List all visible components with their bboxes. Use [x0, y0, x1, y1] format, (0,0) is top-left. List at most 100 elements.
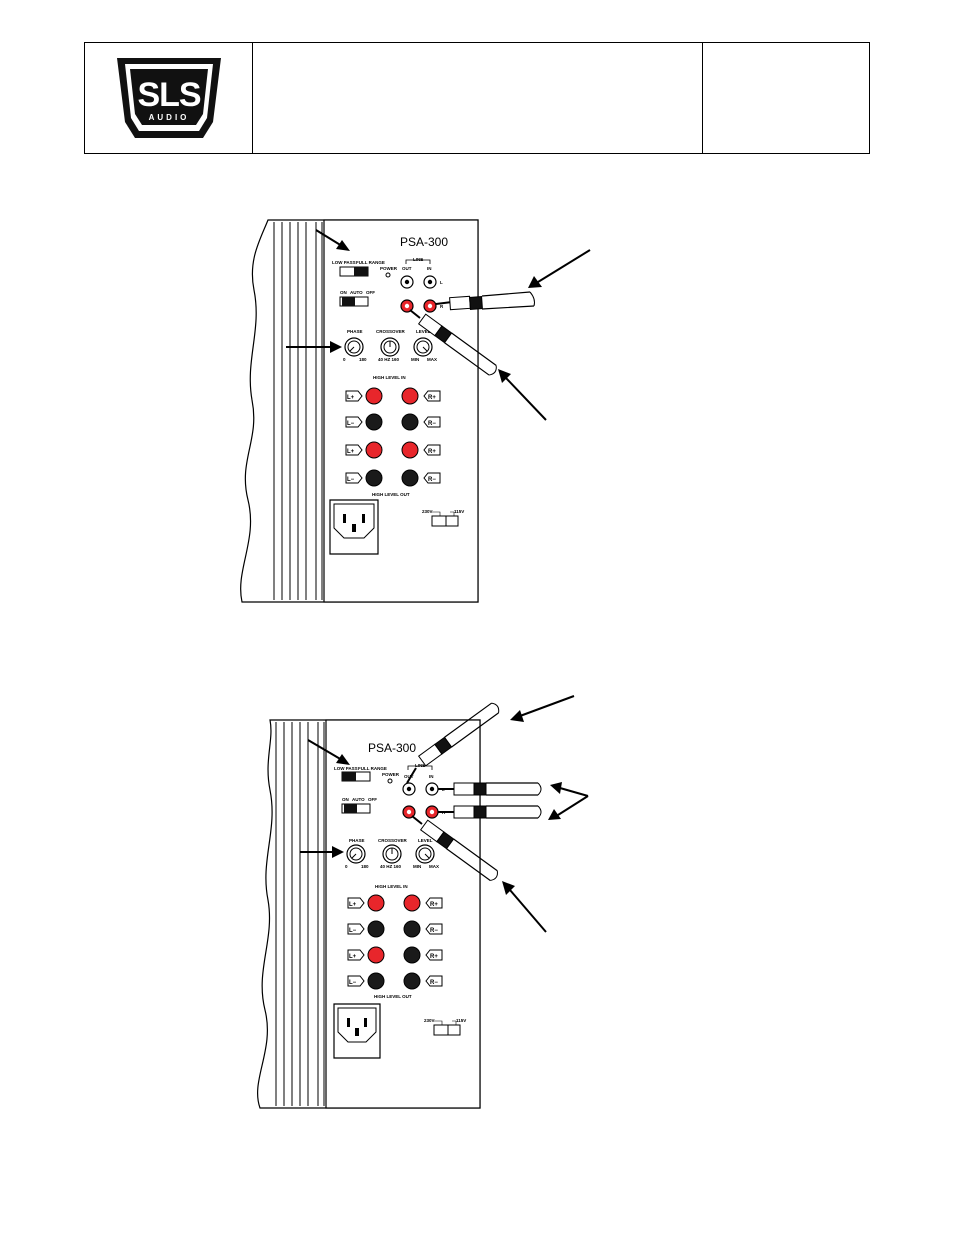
phase-label: PHASE	[347, 329, 363, 334]
volt-left-label-2: 230V	[424, 1018, 435, 1023]
l-minus-label: L−	[347, 421, 355, 427]
power-socket-2[interactable]	[333, 1003, 381, 1059]
l-minus-out-label: L−	[347, 477, 355, 483]
arrow-line-out-cable	[498, 369, 547, 421]
level-knob-2[interactable]	[415, 844, 435, 864]
high-out-label: HIGH LEVEL OUT	[372, 492, 410, 497]
terminal-out-l-plus-2[interactable]	[367, 946, 385, 964]
off-label: OFF	[366, 290, 375, 295]
level-knob[interactable]	[413, 337, 433, 357]
terminal-row-1: L+ R+	[345, 387, 441, 405]
logo-text: SLS	[137, 76, 200, 114]
logo-cell: SLS AUDIO	[85, 43, 253, 153]
arrow-line-out-r-cable	[502, 881, 547, 933]
crossover-knob[interactable]	[380, 337, 400, 357]
mode-left-label-2: LOW PASS	[334, 766, 358, 771]
line-in-label-2: IN	[429, 774, 434, 779]
l-plus-out-label: L+	[347, 449, 355, 455]
terminal-out-l-plus[interactable]	[365, 441, 383, 459]
on-auto-off-switch[interactable]	[339, 296, 369, 307]
arrow-phase-knob-2	[300, 846, 344, 858]
rca-cable-line-in-l	[438, 782, 542, 796]
crossover-label: CROSSOVER	[376, 329, 406, 334]
line-in-l-jack-2[interactable]	[425, 782, 439, 796]
power-led	[385, 272, 391, 278]
mode-switch-2[interactable]	[341, 771, 371, 782]
voltage-switch[interactable]	[431, 515, 459, 527]
line-out-l-jack[interactable]	[400, 275, 414, 289]
code-cell	[703, 43, 869, 153]
panel-diagram-2: PSA-300 LOW PASS FULL RANGE POWER LINE O…	[230, 690, 620, 1115]
on-auto-off-switch-2[interactable]	[341, 803, 371, 814]
on-label: ON	[340, 290, 347, 295]
voltage-switch-2[interactable]	[433, 1024, 461, 1036]
high-out-label-2: HIGH LEVEL OUT	[374, 994, 412, 999]
phase-knob-2[interactable]	[346, 844, 366, 864]
terminal-row-4: L− R−	[345, 469, 441, 487]
terminal-out-r-minus-2[interactable]	[403, 972, 421, 990]
terminal-out-r-plus[interactable]	[401, 441, 419, 459]
terminal-row-1-2: L+ R+	[347, 894, 443, 912]
title-cell	[253, 43, 703, 153]
crossover-label-2: CROSSOVER	[378, 838, 408, 843]
terminal-out-l-minus[interactable]	[365, 469, 383, 487]
volt-left-label: 230V	[422, 509, 433, 514]
panel-1-svg: PSA-300 LOW PASS FULL RANGE POWER LINE O…	[240, 219, 591, 603]
terminal-r-minus-2[interactable]	[403, 920, 421, 938]
terminal-row-2: L− R−	[345, 413, 441, 431]
terminal-l-plus[interactable]	[365, 387, 383, 405]
auto-label-2: AUTO	[352, 797, 365, 802]
phase-label-2: PHASE	[349, 838, 365, 843]
terminal-out-r-plus-2[interactable]	[403, 946, 421, 964]
terminal-l-plus-2[interactable]	[367, 894, 385, 912]
level-min-label: MIN	[411, 357, 419, 362]
terminal-out-l-minus-2[interactable]	[367, 972, 385, 990]
line-in-r-jack-2[interactable]	[425, 805, 439, 819]
r-minus-out-label-2: R−	[430, 980, 438, 986]
mode-right-label: FULL RANGE	[356, 260, 385, 265]
ch-l-label: L	[440, 280, 443, 285]
terminal-row-2-2: L− R−	[347, 920, 443, 938]
terminal-l-minus[interactable]	[365, 413, 383, 431]
mode-right-label-2: FULL RANGE	[358, 766, 387, 771]
terminal-r-plus-2[interactable]	[403, 894, 421, 912]
phase-min-label: 0	[343, 357, 346, 362]
terminal-r-plus[interactable]	[401, 387, 419, 405]
line-out-r-jack-2[interactable]	[402, 805, 416, 819]
level-label-2: LEVEL	[418, 838, 433, 843]
phase-knob[interactable]	[344, 337, 364, 357]
phase-max-label: 180	[359, 357, 367, 362]
terminal-r-minus[interactable]	[401, 413, 419, 431]
panel-diagram-1: PSA-300 LOW PASS FULL RANGE POWER LINE O…	[230, 210, 610, 605]
line-out-l-jack-2[interactable]	[402, 782, 416, 796]
mode-switch[interactable]	[339, 266, 369, 277]
model-label: PSA-300	[400, 235, 448, 249]
line-in-label: IN	[427, 266, 432, 271]
on-label-2: ON	[342, 797, 349, 802]
level-min-label-2: MIN	[413, 864, 421, 869]
rca-cable-line-out-r	[411, 815, 498, 881]
terminal-row-4-2: L− R−	[347, 972, 443, 990]
arrow-line-in-cables	[548, 782, 589, 820]
line-in-r-jack[interactable]	[423, 299, 437, 313]
auto-label: AUTO	[350, 290, 363, 295]
terminal-l-minus-2[interactable]	[367, 920, 385, 938]
header-table: SLS AUDIO	[84, 42, 870, 154]
r-minus-label: R−	[428, 421, 436, 427]
rca-cable-line-out-l	[406, 702, 500, 784]
power-label-2: POWER	[382, 772, 400, 777]
volt-right-label-2: 115V	[456, 1018, 466, 1023]
level-max-label-2: MAX	[429, 864, 439, 869]
r-plus-out-label: R+	[428, 449, 436, 455]
rca-cable-line-in	[435, 291, 535, 311]
line-out-r-jack[interactable]	[400, 299, 414, 313]
crossover-knob-2[interactable]	[382, 844, 402, 864]
power-socket[interactable]	[329, 499, 379, 555]
r-plus-label: R+	[428, 395, 436, 401]
l-minus-label-2: L−	[349, 928, 357, 934]
terminal-out-r-minus[interactable]	[401, 469, 419, 487]
phase-min-label-2: 0	[345, 864, 348, 869]
r-plus-out-label-2: R+	[430, 954, 438, 960]
r-plus-label-2: R+	[430, 902, 438, 908]
line-in-l-jack[interactable]	[423, 275, 437, 289]
